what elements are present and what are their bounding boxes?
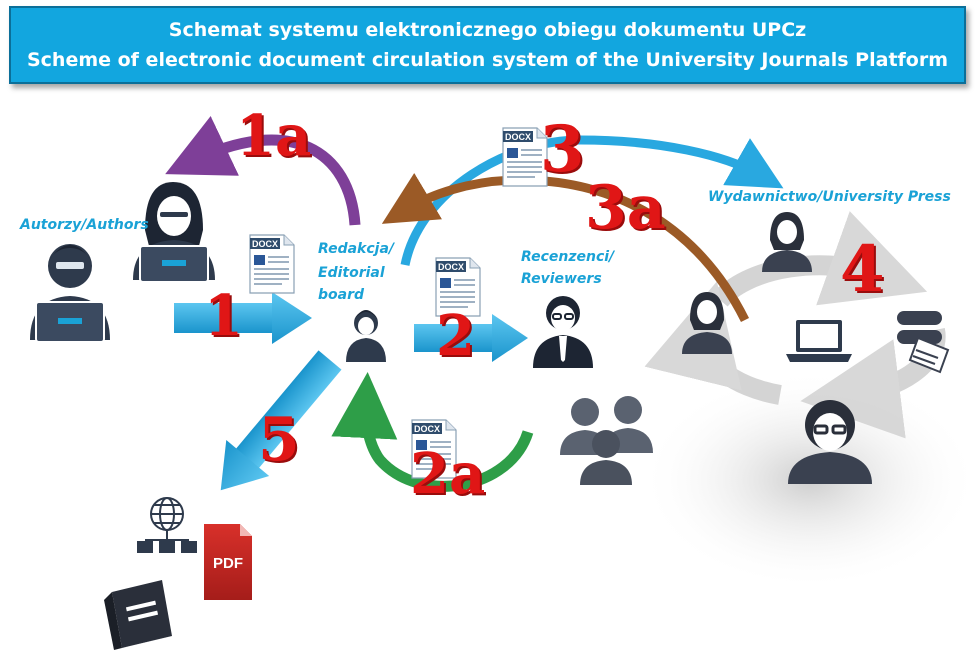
press-woman-top-icon	[762, 212, 812, 272]
step-2: 2	[436, 303, 475, 369]
title-english: Scheme of electronic document circulatio…	[26, 49, 949, 71]
doc-label-2a: DOCX	[414, 424, 440, 434]
step-3a: 3a	[585, 173, 666, 243]
label-reviewers-2: Reviewers	[521, 271, 602, 287]
title-polish: Schemat systemu elektronicznego obiegu d…	[168, 19, 807, 41]
doc-label-3: DOCX	[505, 132, 531, 142]
step-2a: 2a	[410, 441, 486, 507]
label-editorial-2: Editorial	[318, 265, 385, 281]
step-5: 5	[258, 405, 300, 475]
title-banner: Schemat systemu elektronicznego obiegu d…	[9, 6, 966, 84]
step-1: 1	[204, 283, 243, 349]
book-icon	[104, 580, 172, 650]
step-3: 3	[540, 112, 585, 187]
pdf-icon: PDF	[204, 524, 252, 600]
author-woman-icon	[133, 182, 215, 283]
arrow-2	[414, 314, 528, 362]
arrow-1	[174, 292, 312, 344]
pdf-label: PDF	[213, 555, 243, 572]
step-4: 4	[840, 232, 885, 307]
editor-icon	[346, 310, 386, 362]
arrow-2a	[331, 372, 534, 492]
author-man-icon	[30, 244, 110, 343]
doc-label-1: DOCX	[252, 239, 278, 249]
press-man-bottom-icon	[788, 400, 872, 484]
reviewer-icon	[533, 296, 593, 368]
step-1a: 1a	[236, 103, 312, 169]
label-press: Wydawnictwo/University Press	[708, 189, 951, 205]
label-reviewers-1: Recenzenci/	[521, 249, 615, 265]
printing-press-icon	[897, 311, 950, 374]
label-authors: Autorzy/Authors	[20, 217, 149, 233]
globe-network-icon	[137, 497, 197, 553]
label-editorial-3: board	[318, 287, 365, 303]
laptop-icon	[786, 320, 852, 362]
arrow-5	[220, 350, 342, 491]
doc-label-2: DOCX	[438, 262, 464, 272]
arrow-1a	[165, 116, 361, 226]
press-woman-left-icon	[682, 292, 732, 354]
arrow-3a	[381, 172, 750, 323]
label-editorial-1: Redakcja/	[318, 241, 395, 257]
reviewers-group-icon	[560, 396, 653, 485]
